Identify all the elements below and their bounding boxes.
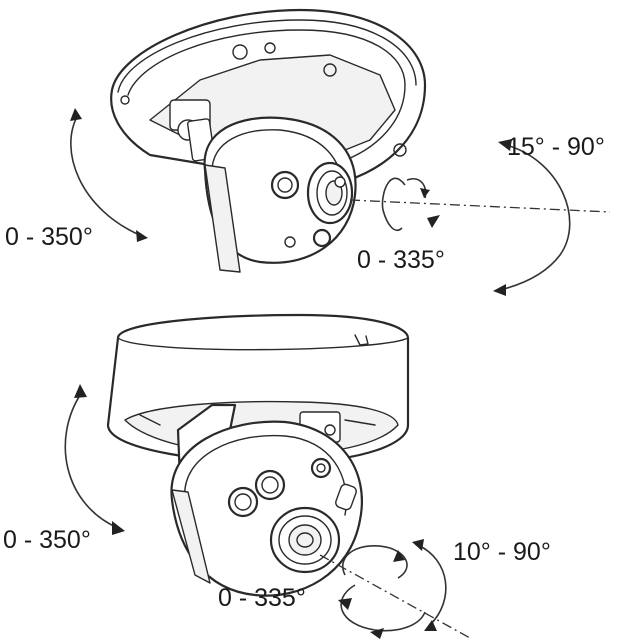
top-tilt-arrow: [493, 139, 571, 296]
bottom-optical-axis: [319, 554, 471, 639]
top-tilt-label: 15° - 90°: [507, 133, 605, 161]
top-camera-bracket: [120, 42, 407, 162]
bottom-pan-arrow: [64, 384, 125, 535]
top-optical-axis: [349, 199, 611, 213]
bottom-tilt-label: 10° - 90°: [453, 538, 551, 566]
top-dome-camera: [110, 8, 611, 273]
bottom-rotate-arrow: [338, 545, 426, 639]
top-pan-arrow: [70, 108, 148, 242]
top-pan-label: 0 - 350°: [5, 223, 93, 251]
bottom-pan-label: 0 - 350°: [3, 526, 91, 554]
bottom-rotate-label: 0 - 335°: [218, 584, 306, 612]
top-camera-body: [203, 116, 357, 273]
top-rotate-label: 0 - 335°: [357, 246, 445, 274]
bottom-camera-body: [170, 420, 363, 597]
bottom-dome-camera: [106, 313, 471, 639]
top-rotate-arrow: [381, 177, 440, 232]
bottom-tilt-arrow: [412, 539, 447, 631]
